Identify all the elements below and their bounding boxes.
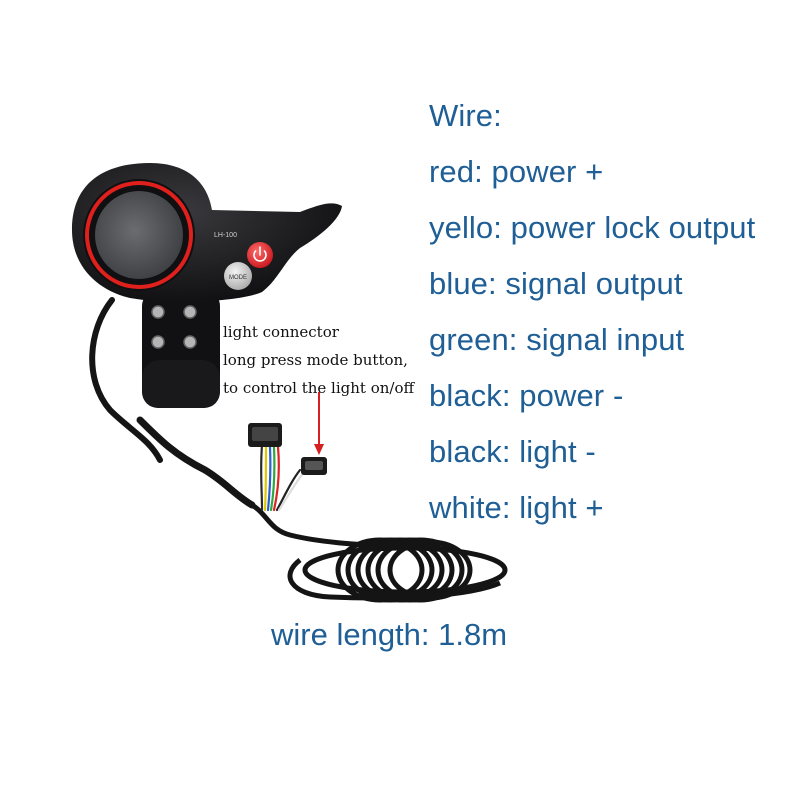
power-icon <box>253 246 267 262</box>
mode-button-label: MODE <box>229 275 247 281</box>
model-label: LH-100 <box>214 232 237 239</box>
wire-length-label: wire length: 1.8m <box>271 617 508 652</box>
note-line-2: long press mode button, <box>223 351 408 369</box>
arrow-pointer <box>314 392 324 455</box>
light-connector <box>301 457 327 475</box>
main-connector <box>248 423 282 447</box>
light-connector-note: light connector long press mode button, … <box>223 318 414 402</box>
wire-color-list: Wire: red: power + yello: power lock out… <box>429 88 755 536</box>
display-housing <box>72 163 342 302</box>
wire-item-red: red: power + <box>429 154 604 189</box>
wire-item-green: green: signal input <box>429 322 685 357</box>
wire-item-yellow: yello: power lock output <box>429 210 756 245</box>
wire-item-white: white: light + <box>429 490 604 525</box>
wire-item-blue: blue: signal output <box>429 266 683 301</box>
wire-item-black-power: black: power - <box>429 378 624 413</box>
wire-heading: Wire: <box>429 98 502 133</box>
note-line-1: light connector <box>223 323 339 341</box>
wire-item-black-light: black: light - <box>429 434 596 469</box>
handlebar-clamp <box>142 290 220 408</box>
note-line-3: to control the light on/off <box>223 379 415 397</box>
coiled-cable <box>287 537 508 603</box>
wire-bundle <box>260 443 306 512</box>
